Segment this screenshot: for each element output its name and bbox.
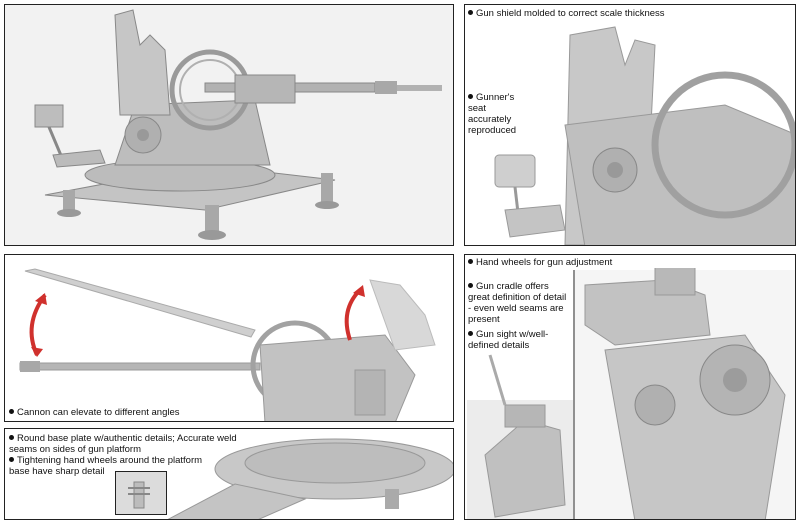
panel-full-gun xyxy=(4,4,454,246)
hand-wheel-inset xyxy=(115,471,167,515)
panel-shield-seat: Gun shield molded to correct scale thick… xyxy=(464,4,796,246)
panel-hand-wheels: Hand wheels for gun adjustment Gun cradl… xyxy=(464,254,796,520)
caption-gunners-seat: Gunner's seat accurately reproduced xyxy=(468,92,530,136)
cannon-elevation-image xyxy=(19,268,436,421)
caption-tightening: Tightening hand wheels around the platfo… xyxy=(9,455,203,477)
bullet-icon xyxy=(468,283,473,288)
bullet-icon xyxy=(9,457,14,462)
bullet-icon xyxy=(9,435,14,440)
hand-wheel-inset-image xyxy=(128,481,150,509)
bullet-icon xyxy=(468,10,473,15)
bullet-icon xyxy=(468,331,473,336)
hand-wheels-image xyxy=(467,259,795,519)
bullet-icon xyxy=(9,409,14,414)
panel-cannon-elevation: Cannon can elevate to different angles xyxy=(4,254,454,422)
shield-seat-image xyxy=(494,26,795,245)
caption-hand-wheels: Hand wheels for gun adjustment xyxy=(468,257,728,268)
caption-gun-cradle: Gun cradle offers great definition of de… xyxy=(468,281,568,325)
full-gun-image xyxy=(34,9,442,240)
panel-base-plate: Round base plate w/authentic details; Ac… xyxy=(4,428,454,520)
caption-cannon-elevate: Cannon can elevate to different angles xyxy=(9,407,309,418)
bullet-icon xyxy=(468,259,473,264)
caption-gun-shield: Gun shield molded to correct scale thick… xyxy=(468,8,768,19)
bullet-icon xyxy=(468,94,473,99)
caption-gun-sight: Gun sight w/well-defined details xyxy=(468,329,568,351)
caption-base-plate: Round base plate w/authentic details; Ac… xyxy=(9,433,237,455)
base-plate-image xyxy=(167,438,453,519)
